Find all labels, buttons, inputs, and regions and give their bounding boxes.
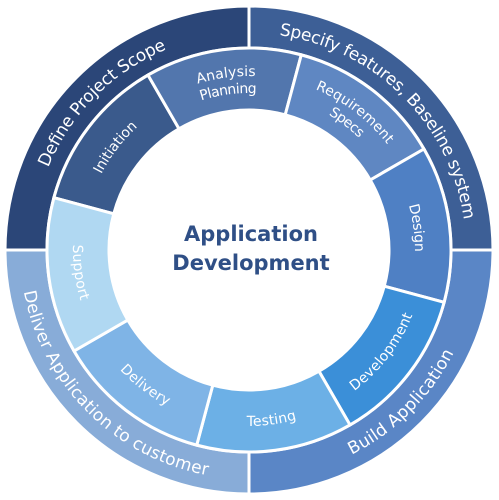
center-title-line2: Development xyxy=(172,251,329,275)
inner-segment-8 xyxy=(45,195,130,354)
center-circle xyxy=(111,112,387,388)
center-title-line1: Application xyxy=(184,222,318,246)
